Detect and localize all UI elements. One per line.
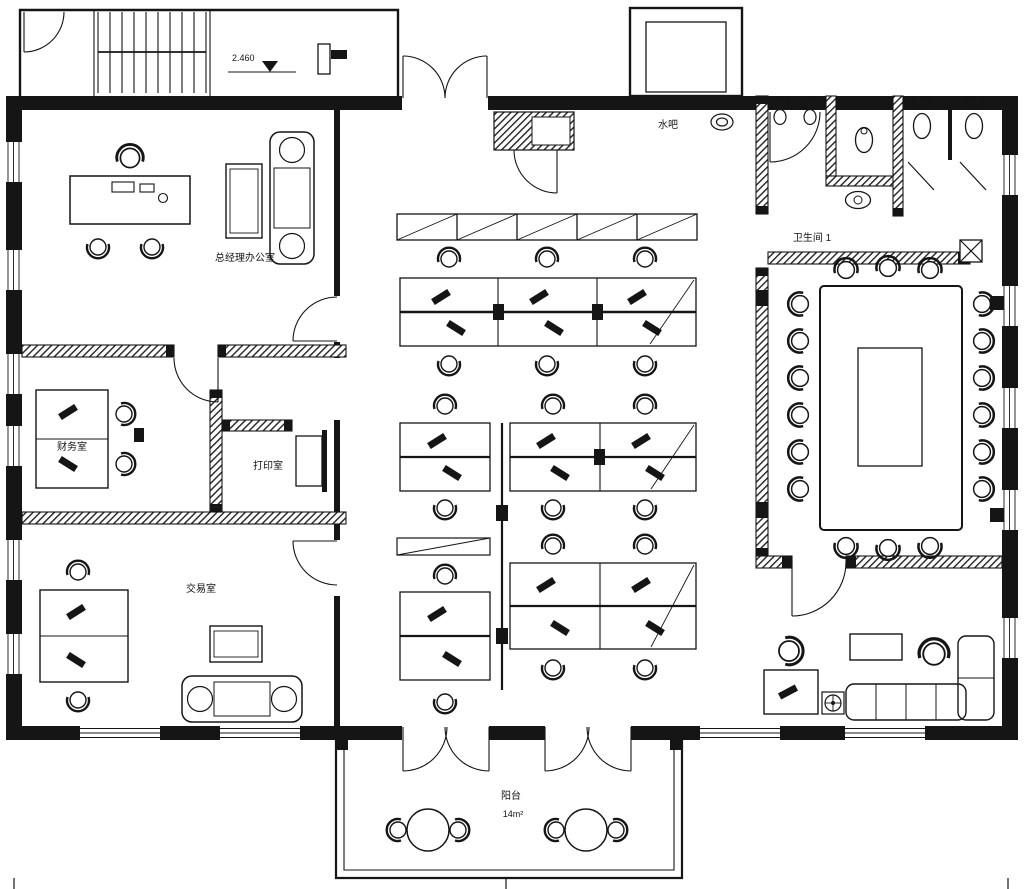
finance-chair — [114, 451, 137, 477]
conference-table — [819, 285, 963, 531]
entry-vestibule — [493, 111, 575, 194]
trading-sofa — [181, 675, 303, 723]
print-room — [295, 435, 323, 487]
open-office — [396, 213, 698, 715]
side-table — [849, 633, 903, 661]
staircase — [18, 8, 400, 96]
interior-door-swings — [173, 111, 847, 617]
wall-fixtures — [771, 97, 819, 126]
gm-guest-chair — [139, 237, 165, 260]
cubicle-spine — [496, 423, 508, 690]
toilet — [912, 97, 932, 140]
windows — [6, 142, 1018, 740]
finance-room — [35, 389, 137, 489]
trading-coffee-table — [209, 625, 263, 663]
gm-coffee-table — [225, 163, 263, 239]
finance-chair — [114, 401, 137, 427]
room-label-balcony-area: 14m² — [503, 809, 524, 819]
gm-sofa — [269, 131, 315, 265]
lounge-armchair — [917, 637, 951, 667]
lounge-sofa — [845, 635, 995, 721]
toilet — [964, 97, 984, 140]
reception-desk — [763, 669, 819, 715]
desk-cluster-top — [399, 246, 697, 377]
room-label-print: 打印室 — [253, 459, 283, 472]
overhead-cabinets — [396, 213, 698, 241]
bathroom — [710, 97, 987, 263]
elevation-value: 2.460 — [232, 53, 255, 63]
balcony-table — [564, 808, 608, 852]
stall-doors — [907, 161, 987, 191]
desk-cluster-bottom — [396, 533, 697, 715]
gm-exec-chair — [115, 143, 145, 170]
stair-door-swing — [23, 11, 65, 53]
reception-room — [763, 633, 995, 721]
gm-guest-chair — [85, 237, 111, 260]
room-label-balcony: 阳台 — [501, 789, 521, 802]
conference-room — [786, 254, 996, 562]
gm-desk — [69, 175, 191, 225]
balcony — [334, 740, 684, 880]
reception-chair — [777, 635, 805, 667]
floor-drain-box — [959, 239, 983, 263]
pedestal-sink — [854, 126, 874, 154]
room-label-finance: 财务室 — [57, 440, 87, 453]
water-bar-sink — [710, 113, 734, 131]
balcony-table — [406, 808, 450, 852]
exterior-walls — [6, 96, 1018, 740]
room-label-restroom: 卫生间 1 — [793, 231, 832, 244]
desk-cluster-middle — [399, 393, 697, 521]
elevator-shaft — [628, 6, 744, 98]
main-entrance-doors — [402, 55, 632, 772]
dimension-ticks — [13, 878, 1009, 889]
room-label-water-bar: 水吧 — [658, 119, 678, 131]
trading-room — [39, 559, 303, 723]
trading-chair — [65, 690, 91, 713]
wash-basin — [844, 190, 872, 210]
printer-cabinet — [295, 435, 323, 487]
equipment-box — [821, 691, 845, 715]
elevation-marker: 2.460 — [228, 53, 296, 73]
room-label-trading: 交易室 — [186, 582, 216, 595]
room-label-gm-office: 总经理办公室 — [215, 251, 275, 264]
gm-office — [69, 131, 315, 265]
trading-chair — [65, 559, 91, 582]
room-labels: 总经理办公室 财务室 打印室 交易室 水吧 卫生间 1 阳台 14m² — [57, 119, 832, 819]
interior-walls — [21, 95, 1004, 750]
